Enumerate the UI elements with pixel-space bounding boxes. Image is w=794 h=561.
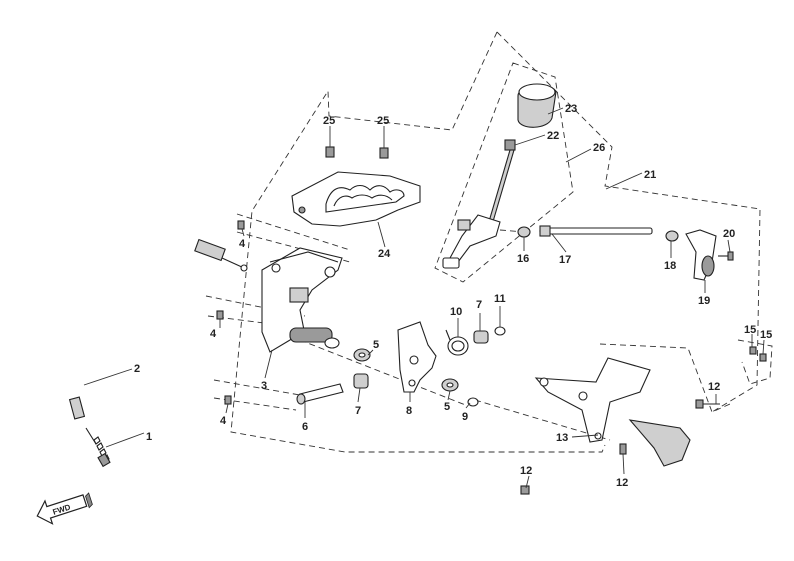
callout-4-c: 4 [220,415,227,427]
callout-17: 17 [559,254,571,266]
callout-5-a: 5 [373,339,379,351]
part-shift-cable [64,238,248,420]
callout-23: 23 [565,103,577,115]
callout-7-a: 7 [355,405,361,417]
callout-4-a: 4 [239,238,246,250]
part-washers [467,326,506,407]
callout-labels: 1 2 3 4 4 4 5 5 6 7 7 8 9 10 11 12 12 12… [134,103,772,489]
part-cable-end-spring [85,427,111,468]
assembly-boundary-15 [737,339,773,385]
callout-2: 2 [134,363,140,375]
part-shift-lever [442,139,516,269]
callout-24: 24 [378,248,391,260]
callout-15-b: 15 [760,329,772,341]
part-gate-plate [397,321,437,393]
callout-22: 22 [547,130,559,142]
callout-25-a: 25 [323,115,335,127]
part-bolts-12 [520,399,720,495]
callout-4-b: 4 [210,328,217,340]
callout-18: 18 [664,260,676,272]
callout-20: 20 [723,228,735,240]
callout-leaders [83,107,765,489]
callout-15-a: 15 [744,324,756,336]
callout-12-b: 12 [616,477,628,489]
fwd-arrow-icon: FWD [36,492,93,525]
callout-6: 6 [302,421,308,433]
part-shift-knob [517,83,557,128]
part-torsion-spring [445,329,469,356]
part-shifter-bracket [261,247,343,353]
callout-5-b: 5 [444,401,450,413]
callout-9: 9 [462,411,468,423]
callout-12-a: 12 [520,465,532,477]
callout-1: 1 [146,431,152,443]
part-spacers-7 [353,330,489,389]
callout-8: 8 [406,405,412,417]
part-bushings-5 [353,348,459,392]
assembly-boundary-26 [434,62,574,283]
assembly-boundary-21 [230,31,761,453]
callout-19: 19 [698,295,710,307]
callout-7-b: 7 [476,299,482,311]
callout-21: 21 [644,169,656,181]
callout-25-b: 25 [377,115,389,127]
part-pivot-pin [296,383,344,405]
callout-3: 3 [261,380,267,392]
part-linkage-rod [517,225,734,281]
callout-11: 11 [494,293,506,305]
part-mounting-bracket [534,357,691,467]
callout-12-c: 12 [708,381,720,393]
part-shift-gate-cover [291,146,421,227]
callout-26: 26 [593,142,605,154]
callout-16: 16 [517,253,529,265]
callout-10: 10 [450,306,462,318]
callout-13: 13 [556,432,568,444]
